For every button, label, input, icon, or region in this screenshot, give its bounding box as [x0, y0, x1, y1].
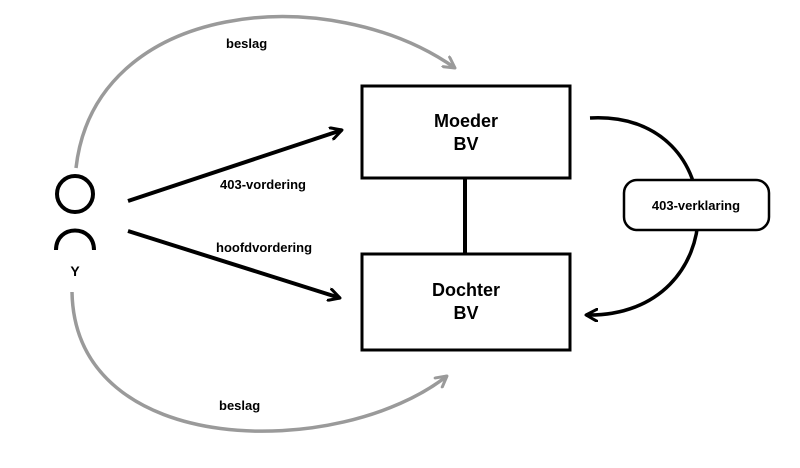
beslag-bottom-arrow [70, 291, 447, 433]
beslag-top-label: beslag [226, 36, 267, 51]
hoofdvordering-label: hoofdvordering [216, 240, 312, 255]
beslag-bottom-label: beslag [219, 398, 260, 413]
dochter-bv-label-line1: Dochter [432, 280, 500, 300]
hoofdvordering-arrow [127, 229, 340, 298]
dochter-bv-box: Dochter BV [360, 252, 572, 352]
person-label: Y [70, 263, 80, 279]
verklaring-label: 403-verklaring [652, 198, 740, 213]
beslag-top-arrow [74, 14, 455, 169]
moeder-bv-box: Moeder BV [360, 84, 572, 180]
vordering-403-arrow [127, 130, 342, 203]
verklaring-box: 403-verklaring [622, 178, 771, 232]
moeder-bv-label-line1: Moeder [434, 111, 498, 131]
dochter-bv-label-line2: BV [453, 303, 478, 323]
person-icon [54, 174, 96, 251]
moeder-bv-label-line2: BV [453, 134, 478, 154]
vordering-403-label: 403-vordering [220, 177, 306, 192]
